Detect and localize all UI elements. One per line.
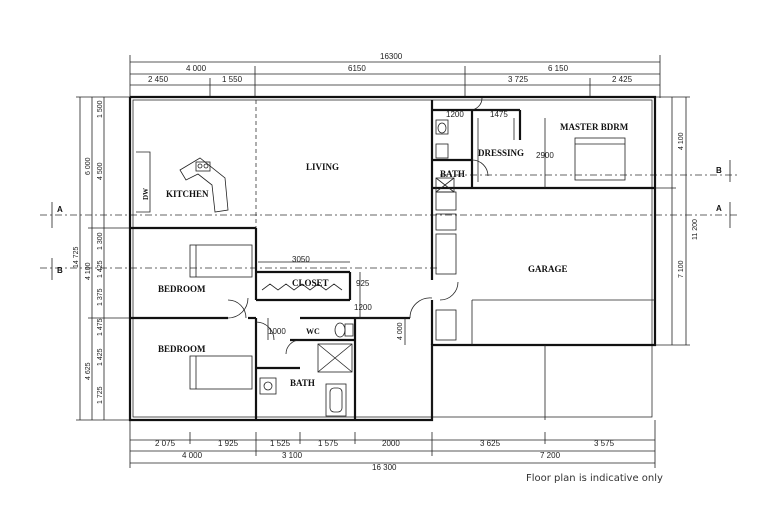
section-b-right: B (716, 166, 722, 175)
room-label-bedroom-2: BEDROOM (158, 344, 206, 354)
dim-right-outer: 11 200 (692, 219, 699, 240)
dim-top-sub3: 3 725 (508, 75, 529, 84)
interior-walls (130, 100, 655, 420)
room-label-dressing: DRESSING (478, 148, 524, 158)
dim-bottom-overall: 16 300 (372, 463, 397, 472)
dim-1000: 1000 (268, 327, 286, 336)
dim-1200-top: 1200 (446, 110, 464, 119)
dim-top-left: 4 000 (186, 64, 207, 73)
dim-top-right: 6 150 (548, 64, 569, 73)
dim-top-sub2: 1 550 (222, 75, 243, 84)
dim-left-outer-1: 6 000 (85, 157, 92, 175)
dim-left-inner-3: 1 300 (97, 232, 104, 250)
dim-left-inner-6: 1 475 (97, 318, 104, 336)
fixtures (136, 109, 655, 420)
dim-925: 925 (356, 279, 370, 288)
room-label-wc: WC (306, 327, 320, 336)
section-a-right: A (716, 204, 722, 213)
dim-bottom-6: 3 625 (480, 439, 501, 448)
left-dimensions: 14 725 6 000 4 100 4 625 1 500 4 500 1 3… (73, 96, 130, 421)
section-lines: A A B B (40, 160, 740, 280)
section-a-left: A (57, 205, 63, 214)
dim-4000-hall: 4 000 (397, 322, 404, 340)
room-label-master: MASTER BDRM (560, 122, 629, 132)
dim-left-inner-1: 1 500 (97, 100, 104, 118)
dim-right-inner-2: 7 100 (678, 260, 685, 278)
dim-bottom-5: 2000 (382, 439, 400, 448)
top-dimensions: 16300 4 000 6150 6 150 2 450 1 550 3 725… (129, 52, 661, 98)
disclaimer-note: Floor plan is indicative only (526, 473, 663, 484)
dim-top-sub1: 2 450 (148, 75, 169, 84)
dim-overall-top: 16300 (380, 52, 403, 61)
dim-left-inner-5: 1 375 (97, 288, 104, 306)
inner-dimensions: 1200 1475 2900 3050 925 1200 1000 4 000 (268, 110, 554, 340)
section-b-left: B (57, 266, 63, 275)
room-label-living: LIVING (306, 162, 339, 172)
dim-right-inner-1: 4 100 (678, 132, 685, 150)
dim-3050: 3050 (292, 255, 310, 264)
dim-left-outer-2: 4 100 (85, 262, 92, 280)
room-label-kitchen: KITCHEN (166, 189, 209, 199)
room-labels: LIVING KITCHEN DW MASTER BDRM DRESSING B… (142, 122, 629, 388)
room-label-closet: CLOSET (292, 278, 329, 288)
dim-left-inner-7: 1 425 (97, 348, 104, 366)
door-swings (227, 97, 489, 355)
dim-bottom-3: 1 525 (270, 439, 291, 448)
dim-bottom-row2-3: 7 200 (540, 451, 561, 460)
right-dimensions: 4 100 7 100 11 200 (655, 96, 699, 346)
dim-bottom-7: 3 575 (594, 439, 615, 448)
dim-2900: 2900 (536, 151, 554, 160)
room-label-garage: GARAGE (528, 264, 568, 274)
room-label-bath-bottom: BATH (290, 378, 315, 388)
dim-1200-hall: 1200 (354, 303, 372, 312)
exterior-walls (128, 95, 657, 422)
dim-bottom-1: 2 075 (155, 439, 176, 448)
dim-left-inner-2: 4 500 (97, 162, 104, 180)
dim-bottom-row2-2: 3 100 (282, 451, 303, 460)
dim-left-inner-8: 1 725 (97, 386, 104, 404)
dim-bottom-4: 1 575 (318, 439, 339, 448)
dim-top-mid: 6150 (348, 64, 366, 73)
dim-1475: 1475 (490, 110, 508, 119)
dim-left-inner-4: 1 425 (97, 260, 104, 278)
room-label-bath-top: BATH (440, 169, 465, 179)
dim-left-outer-3: 4 625 (85, 362, 92, 380)
bottom-dimensions: 2 075 1 925 1 525 1 575 2000 3 625 3 575… (129, 420, 656, 472)
dim-top-sub4: 2 425 (612, 75, 633, 84)
room-label-bedroom-1: BEDROOM (158, 284, 206, 294)
room-label-dw: DW (142, 188, 150, 200)
dim-bottom-2: 1 925 (218, 439, 239, 448)
dim-left-overall: 14 725 (73, 246, 80, 268)
dim-bottom-row2-1: 4 000 (182, 451, 203, 460)
